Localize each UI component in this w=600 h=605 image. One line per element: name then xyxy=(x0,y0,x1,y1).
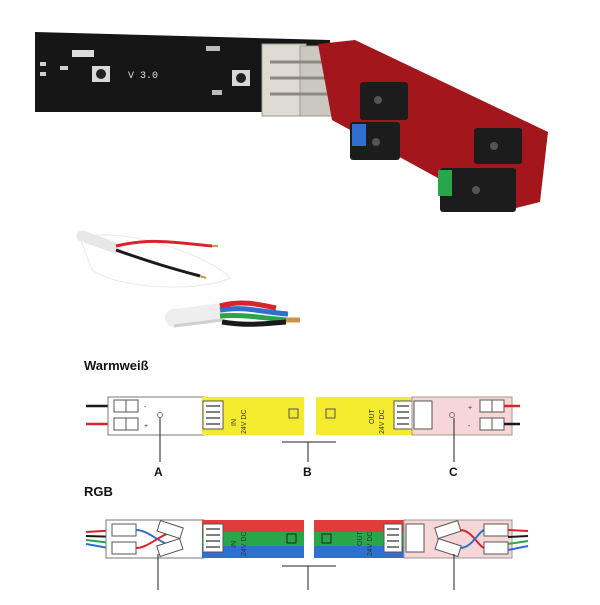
strip-pin-header xyxy=(413,400,433,430)
wire-clamp-angled xyxy=(434,537,462,558)
controller-board-photo: V 3.0 xyxy=(35,32,548,212)
black-wire xyxy=(115,248,201,278)
led-chip xyxy=(286,533,297,544)
black-wire xyxy=(221,319,287,327)
board-version-label: V 3.0 xyxy=(128,71,158,82)
cable-jacket xyxy=(165,303,231,327)
terminal-block-blue xyxy=(352,124,366,146)
pcb-button-cap xyxy=(96,69,106,79)
strip-voltage-label: 24V DC xyxy=(241,531,248,556)
red-wire xyxy=(219,300,277,311)
wire-clamp-angled xyxy=(156,519,184,540)
strip-in-label: IN xyxy=(231,419,238,426)
strip-voltage-label: 24V DC xyxy=(241,409,248,434)
terminal-screw xyxy=(490,142,498,150)
pcb-component xyxy=(40,72,46,76)
led-chip xyxy=(321,533,332,544)
pcb-component xyxy=(72,50,94,57)
wire-clamp xyxy=(111,541,137,555)
cable-jacket-shade xyxy=(173,318,223,328)
pcb-component xyxy=(60,66,68,70)
strip-out-label: OUT xyxy=(369,409,376,425)
terminal-block xyxy=(360,82,408,120)
wire-tip xyxy=(199,275,207,279)
pcb-component xyxy=(206,46,220,51)
mount-hole xyxy=(157,412,163,418)
polarity-plus-label: + xyxy=(144,423,148,430)
callout-label-c: C xyxy=(449,465,458,479)
cable-jacket xyxy=(76,230,122,254)
terminal-screw xyxy=(372,138,380,146)
section-title-rgb: RGB xyxy=(84,484,113,499)
callout-label-a: A xyxy=(154,465,163,479)
four-wire-cable-photo xyxy=(165,300,300,328)
pcb-button-cap xyxy=(236,73,246,83)
wire-crossover xyxy=(459,529,485,549)
led-chip xyxy=(288,408,299,419)
wire-blue-right xyxy=(507,545,529,551)
strip-pin-header xyxy=(202,400,224,430)
green-wire xyxy=(219,312,289,323)
strip-voltage-label: 24V DC xyxy=(379,409,386,434)
wire-green-right xyxy=(507,540,529,545)
rgb-strip-left-red xyxy=(202,520,304,532)
terminal-screw xyxy=(472,186,480,194)
cable-jacket-edge xyxy=(76,230,122,254)
rgb-strip-left-green xyxy=(202,532,304,546)
polarity-minus-label: - xyxy=(468,423,471,430)
black-pcb-board xyxy=(35,32,330,112)
callout-label-b: B xyxy=(303,465,312,479)
wire-clamp-angled xyxy=(156,537,184,558)
wire-black-right xyxy=(507,535,529,538)
wire-clamp xyxy=(483,541,509,555)
polarity-minus-label: - xyxy=(144,404,147,411)
terminal-block-green xyxy=(438,170,452,196)
strip-voltage-label: 24V DC xyxy=(367,531,374,556)
warmweiss-diagram: - + IN 24V DC OUT 24V DC xyxy=(86,396,520,462)
led-chip xyxy=(325,408,336,419)
rgb-strip-right-green xyxy=(314,532,404,546)
cable-outline xyxy=(79,234,231,288)
pcb-component xyxy=(40,62,46,66)
rgb-strip-right-blue xyxy=(314,546,404,558)
wire-clamp xyxy=(111,523,137,537)
strip-pin-header xyxy=(405,523,425,553)
wire-red-right xyxy=(507,529,529,532)
section-title-warmweiss: Warmweiß xyxy=(84,358,149,373)
wire-clamp-angled xyxy=(434,519,462,540)
strip-out-label: OUT xyxy=(357,531,364,547)
blue-wire xyxy=(219,306,289,317)
polarity-plus-label: + xyxy=(468,405,472,412)
red-wire xyxy=(115,239,213,248)
rgb-strip-right-red xyxy=(314,520,404,532)
strip-pin-header xyxy=(393,400,413,430)
two-wire-cable-photo xyxy=(76,230,231,288)
rgb-diagram: IN 24V DC OUT 24V DC xyxy=(85,519,529,590)
strip-in-label: IN xyxy=(231,541,238,548)
board-pin-connector xyxy=(261,43,307,117)
pcb-component xyxy=(212,90,222,95)
rgb-strip-left-blue xyxy=(202,546,304,558)
mount-hole xyxy=(449,412,455,418)
terminal-screw xyxy=(374,96,382,104)
wire-clamp xyxy=(483,523,509,537)
strip-pin-header xyxy=(383,523,403,553)
strip-pin-header xyxy=(202,523,224,553)
